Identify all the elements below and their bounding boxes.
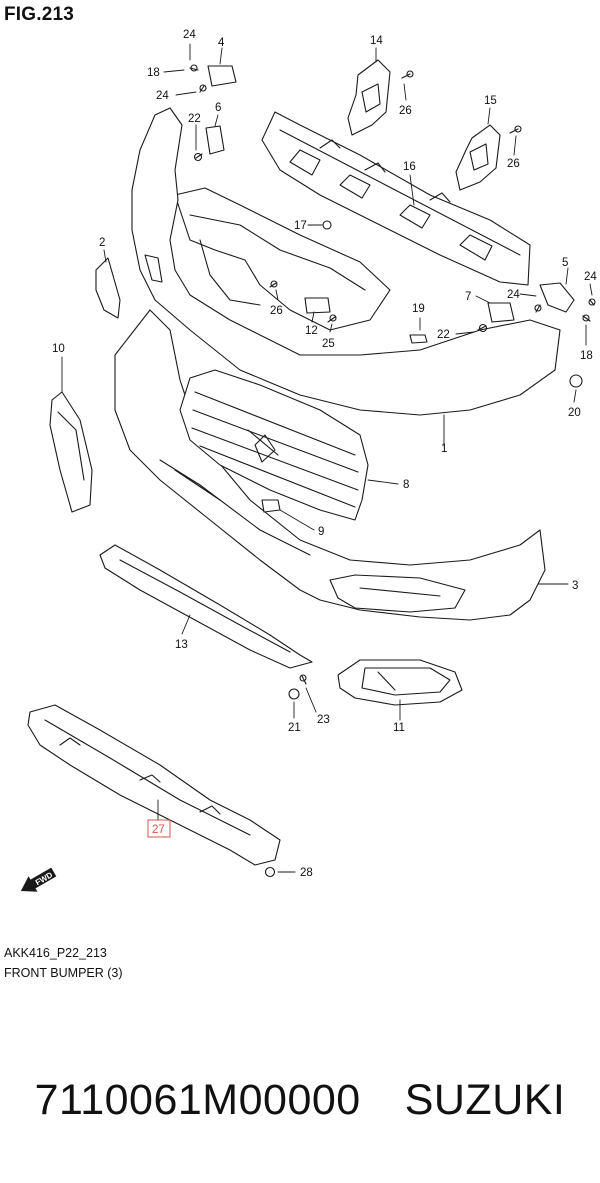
callout-21: 21	[288, 722, 301, 734]
part-27-reinforcement	[27, 704, 281, 866]
callout-26: 26	[399, 105, 412, 117]
callout-10: 10	[52, 343, 65, 355]
callout-26: 26	[270, 305, 283, 317]
callout-20: 20	[568, 407, 581, 419]
part-28-screw	[264, 866, 276, 878]
callout-9: 9	[318, 526, 324, 538]
callout-3: 3	[572, 580, 578, 592]
leader-lines	[61, 43, 593, 873]
callout-4: 4	[218, 37, 225, 49]
callout-11: 11	[393, 722, 405, 734]
callout-23: 23	[317, 714, 330, 726]
callout-26: 26	[507, 158, 520, 170]
callout-24: 24	[507, 289, 520, 301]
callout-6: 6	[215, 102, 221, 114]
part-upper-support-frame	[174, 187, 391, 331]
figure-name: FRONT BUMPER (3)	[4, 966, 123, 980]
callout-5: 5	[562, 257, 568, 269]
part-19-nut	[409, 334, 428, 344]
callout-15: 15	[484, 95, 497, 107]
callout-25: 25	[322, 338, 335, 350]
figure-title: FIG.213	[4, 4, 75, 25]
callout-22: 22	[437, 329, 450, 341]
part-6-bracket	[205, 125, 225, 155]
callout-24: 24	[584, 271, 597, 283]
part-7-bracket	[487, 302, 515, 323]
callout-2: 2	[99, 237, 105, 249]
part-15-bracket	[455, 124, 501, 191]
part-8-grille	[179, 369, 369, 521]
callout-24: 24	[156, 90, 169, 102]
callout-8: 8	[403, 479, 409, 491]
callout-labels: 24 4 18 24 22 6 14 26 15 26 16 17 2 26 1…	[52, 29, 597, 879]
part-4-bracket	[207, 65, 237, 87]
callout-19: 19	[412, 303, 425, 315]
part-12-bracket	[304, 297, 331, 314]
part-20-clip	[569, 374, 583, 388]
callout-24: 24	[183, 29, 196, 41]
part-21-clip	[288, 688, 300, 700]
callout-14: 14	[370, 35, 383, 47]
callout-17: 17	[294, 220, 307, 232]
callout-12: 12	[305, 325, 318, 337]
forward-arrow-icon: FWD	[20, 867, 57, 892]
part-info-bar: 7110061M00000 SUZUKI	[0, 1040, 600, 1160]
callout-27: 27	[152, 824, 165, 836]
callout-7: 7	[465, 291, 471, 303]
part-16-energy-absorber	[261, 111, 531, 286]
figure-code: AKK416_P22_213	[4, 946, 107, 960]
part-14-bracket	[347, 59, 391, 136]
callout-28: 28	[300, 867, 313, 879]
part-1-bumper-upper	[131, 107, 561, 416]
part-10-side-retainer	[49, 391, 93, 513]
exploded-parts-diagram: 24 4 18 24 22 6 14 26 15 26 16 17 2 26 1…	[20, 29, 597, 892]
callout-18: 18	[147, 67, 160, 79]
part-2-bracket	[95, 257, 121, 319]
callout-27-highlight: 27	[147, 819, 171, 838]
callout-1: 1	[441, 443, 447, 455]
part-11-fog-cover	[337, 659, 463, 706]
callout-13: 13	[175, 639, 188, 651]
callout-22: 22	[188, 113, 201, 125]
screws	[189, 64, 596, 685]
part-5-bracket	[539, 282, 575, 313]
callout-16: 16	[403, 161, 416, 173]
callout-18: 18	[580, 350, 593, 362]
part-17-screw	[322, 220, 332, 230]
part-13-lower-bracket	[99, 544, 313, 669]
part-number: 7110061M00000	[34, 1075, 361, 1124]
part-9-clip	[261, 499, 281, 513]
brand-name: SUZUKI	[404, 1075, 566, 1124]
